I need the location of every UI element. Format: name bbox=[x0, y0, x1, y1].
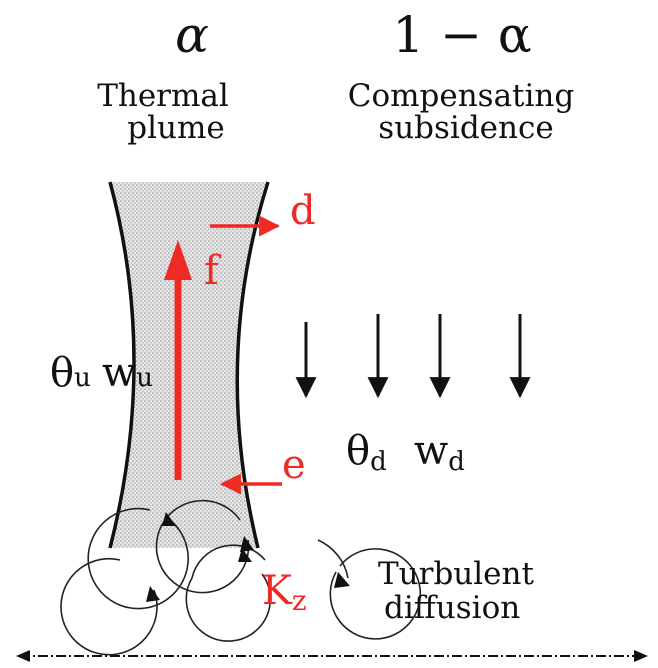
plume-label-line1: Thermal bbox=[97, 78, 229, 114]
plume-label-line2: plume bbox=[127, 110, 224, 146]
eddy-arrowhead-1 bbox=[162, 512, 176, 526]
eddy-4 bbox=[185, 544, 272, 642]
eddy-arrowhead-2 bbox=[240, 536, 254, 552]
entrainment-label: e bbox=[282, 442, 306, 488]
theta-u-symbol: θu bbox=[50, 350, 91, 396]
subsidence-label-line2: subsidence bbox=[378, 110, 553, 146]
plume-left-edge bbox=[108, 181, 136, 549]
eddy-arrowheads bbox=[146, 512, 350, 602]
turbulent-eddies bbox=[60, 499, 422, 656]
plume-body bbox=[110, 182, 268, 548]
turbulent-label-line1: Turbulent bbox=[378, 556, 534, 592]
mass-flux-label: f bbox=[204, 248, 222, 294]
ground-arrow-left bbox=[16, 650, 30, 662]
eddy-2 bbox=[155, 499, 250, 594]
plume-fraction-alpha: α bbox=[175, 6, 209, 64]
eddy-3 bbox=[60, 557, 158, 656]
w-d-symbol: wd bbox=[414, 428, 465, 477]
w-u-symbol: wu bbox=[102, 350, 153, 396]
eddy-diffusivity-kz: Kz bbox=[262, 568, 307, 617]
detrainment-label: d bbox=[290, 188, 316, 234]
eddy-arrowhead-5 bbox=[334, 572, 350, 588]
plume-right-edge bbox=[235, 181, 270, 549]
mass-flux-arrow-head bbox=[164, 240, 192, 280]
ground-arrow-right bbox=[634, 650, 648, 662]
theta-d-symbol: θd bbox=[346, 428, 387, 477]
eddy-arrowhead-4 bbox=[238, 548, 252, 562]
eddy-1 bbox=[87, 507, 189, 610]
eddy-arrowhead-3 bbox=[146, 586, 160, 602]
turbulent-label-line2: diffusion bbox=[384, 590, 520, 626]
eddy-5 bbox=[317, 539, 422, 640]
subsidence-label-line1: Compensating bbox=[348, 78, 575, 114]
subsidence-fraction: 1 − α bbox=[392, 6, 531, 64]
